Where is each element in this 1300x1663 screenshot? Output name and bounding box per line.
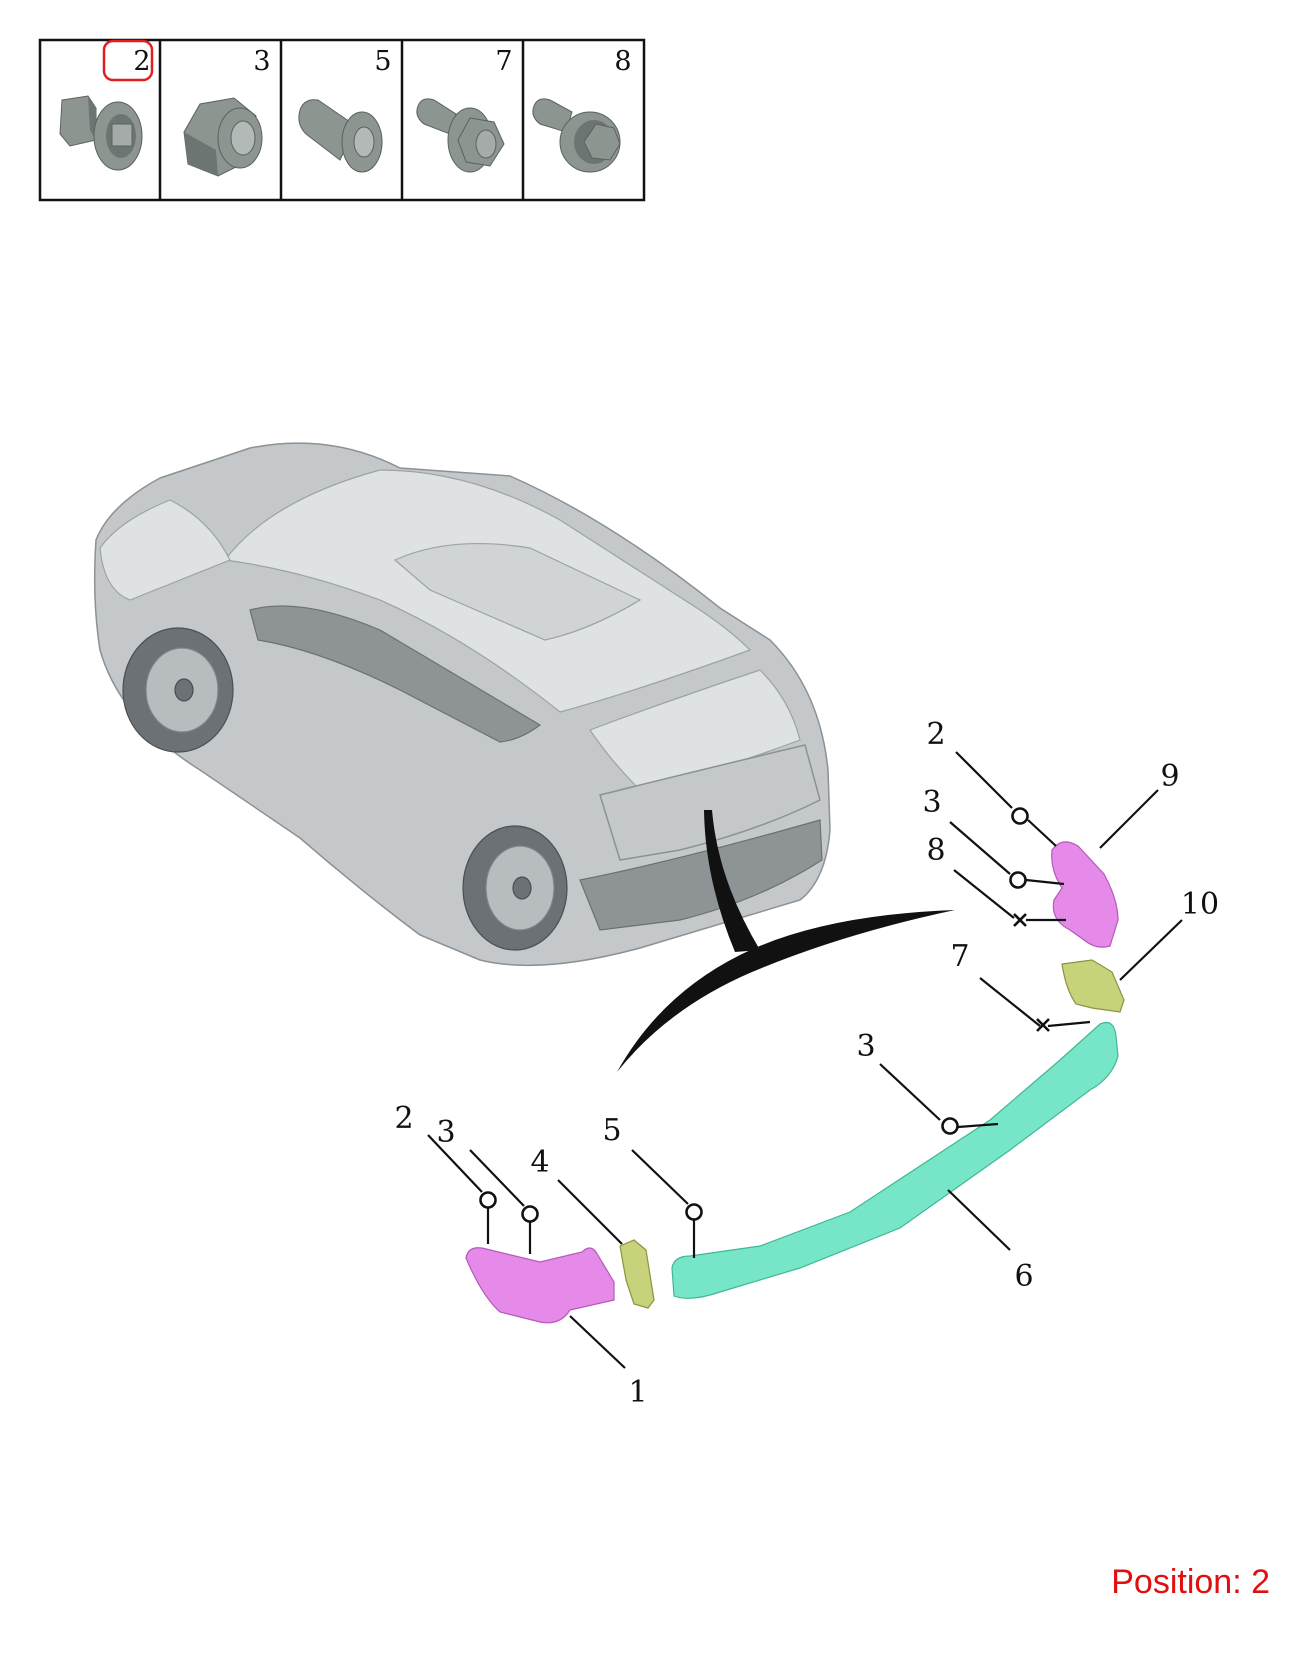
hardware-cell-3[interactable]: 3 [183, 46, 271, 177]
callout-6: 6 [1014, 1259, 1033, 1294]
hardware-table: 2 3 5 [38, 38, 646, 202]
callout-3-left: 3 [436, 1115, 455, 1150]
leader-lines [427, 751, 1183, 1369]
part-10-block[interactable] [1061, 959, 1125, 1013]
fastener-ring-3-left[interactable] [521, 1205, 539, 1223]
hardware-cell-7[interactable]: 7 [416, 46, 513, 173]
hex-nut-icon [183, 97, 263, 177]
callout-1: 1 [628, 1375, 647, 1410]
callout-10: 10 [1181, 887, 1219, 922]
hardware-number: 7 [495, 46, 512, 77]
hardware-number: 2 [133, 46, 150, 77]
fastener-cross-8[interactable] [1013, 913, 1027, 927]
push-clip-icon [59, 95, 143, 171]
car-rear-bumper [579, 819, 823, 931]
car-front [99, 499, 231, 601]
zoom-pointer [704, 810, 760, 952]
zoom-indicator [617, 810, 955, 1072]
callout-8: 8 [926, 833, 945, 868]
callout-labels: 1 2 3 4 5 6 3 7 10 8 3 2 9 [394, 717, 1219, 1410]
car-sunroof [393, 542, 642, 641]
hardware-cell-8[interactable]: 8 [532, 46, 632, 173]
car-side-windows [249, 605, 542, 743]
part-1-bracket[interactable] [465, 1247, 615, 1324]
callout-3-right: 3 [922, 785, 941, 820]
zoom-arc [617, 910, 955, 1072]
fastener-ring-2-left[interactable] [479, 1191, 497, 1209]
position-label: Position: 2 [1111, 1563, 1270, 1601]
car-front-wheel [122, 627, 234, 753]
car-rear-window [589, 669, 801, 791]
fastener-ring-5[interactable] [685, 1203, 703, 1221]
hardware-number: 5 [374, 46, 391, 77]
fastener-ring-3-right[interactable] [1009, 871, 1027, 889]
callout-2-right: 2 [926, 717, 945, 752]
part-6-strip[interactable] [671, 1021, 1119, 1299]
hardware-number: 3 [253, 46, 270, 77]
callout-4: 4 [530, 1145, 549, 1180]
callout-5: 5 [602, 1113, 621, 1148]
callout-2-left: 2 [394, 1101, 413, 1136]
part-9-bracket[interactable] [1051, 841, 1119, 948]
fastener-cross-7[interactable] [1036, 1018, 1050, 1032]
vehicle-illustration [93, 442, 831, 967]
hardware-cell-2[interactable]: 2 [59, 39, 154, 171]
car-rear-wheel [462, 825, 568, 951]
callout-7: 7 [950, 939, 969, 974]
highlight-box [102, 39, 154, 82]
rivet-icon [298, 99, 383, 173]
hardware-number: 8 [614, 46, 631, 77]
fastener-markers [479, 807, 1050, 1223]
washer-bolt-icon [532, 98, 621, 173]
fastener-ring-3-mid[interactable] [941, 1117, 959, 1135]
fastener-ring-2-right[interactable] [1011, 807, 1029, 825]
callout-9: 9 [1160, 759, 1179, 794]
hardware-cell-5[interactable]: 5 [298, 46, 392, 173]
flange-bolt-icon [416, 98, 505, 173]
callout-3-mid: 3 [856, 1029, 875, 1064]
part-4-bracket[interactable] [619, 1239, 655, 1309]
